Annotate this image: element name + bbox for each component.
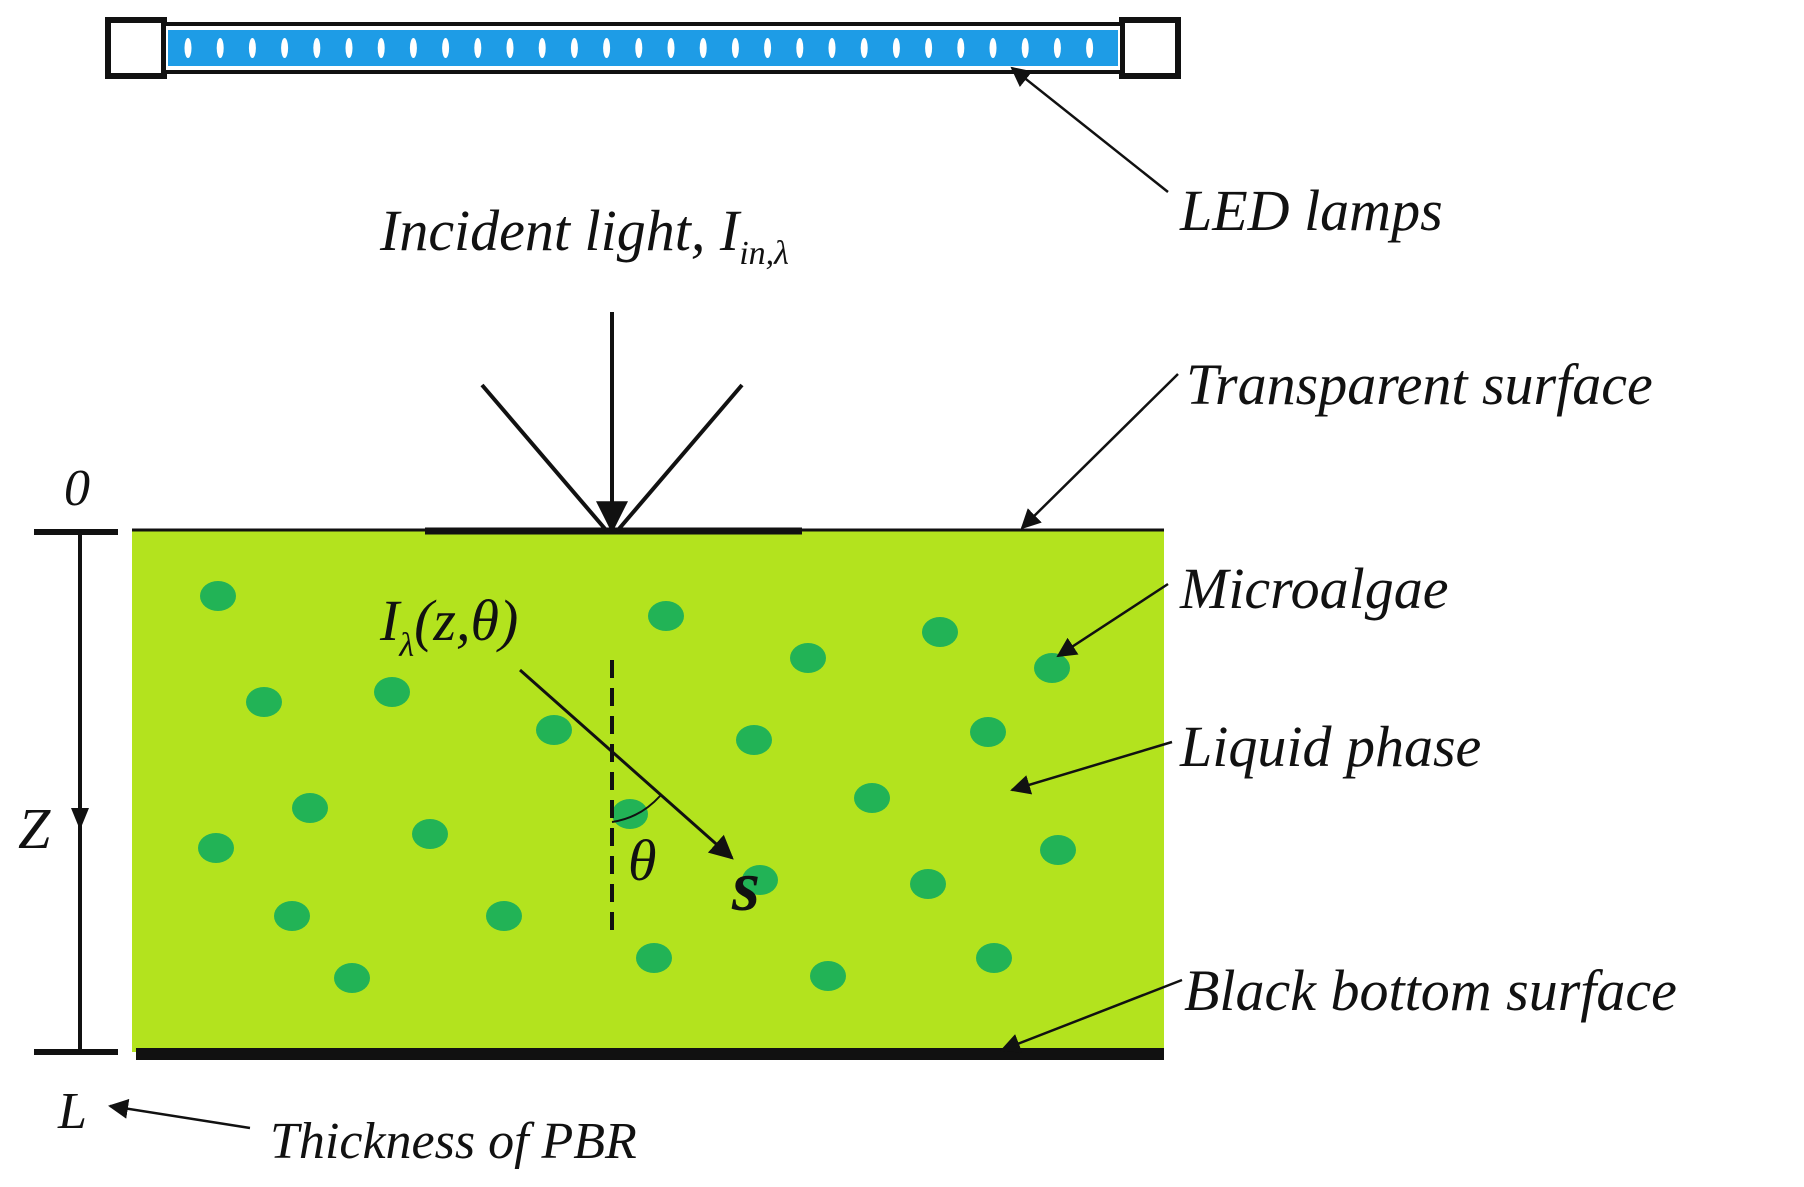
microalgae-cell xyxy=(486,901,522,931)
label-incident-light: Incident light, Iin,λ xyxy=(379,198,789,272)
led-dot xyxy=(699,38,707,58)
microalgae-cell xyxy=(736,725,772,755)
microalgae-cell xyxy=(198,833,234,863)
intensity-subscript: λ xyxy=(398,627,414,664)
microalgae-cell xyxy=(274,901,310,931)
label-bottom-coordinate: L xyxy=(57,1083,87,1140)
label-transparent-surface: Transparent surface xyxy=(1186,352,1653,417)
arrow-liquid-phase xyxy=(1010,740,1173,795)
z-axis-arrowhead xyxy=(71,808,89,830)
led-dot xyxy=(281,38,289,58)
microalgae-cell xyxy=(612,799,648,829)
label-direction-s: s xyxy=(731,846,760,926)
ray-left xyxy=(480,383,608,532)
lamp-end-cap-right xyxy=(1119,17,1181,79)
incident-light-symbol: I xyxy=(719,198,742,263)
theta-arc xyxy=(611,795,661,823)
led-dot xyxy=(957,38,965,58)
led-dot xyxy=(603,38,611,58)
led-dot xyxy=(506,38,514,58)
led-dot xyxy=(635,38,643,58)
incident-rays xyxy=(480,312,744,534)
led-dots xyxy=(184,38,1094,58)
led-dot xyxy=(925,38,933,58)
label-microalgae: Microalgae xyxy=(1179,556,1448,621)
z-axis xyxy=(34,529,118,1055)
led-dot xyxy=(828,38,836,58)
label-thickness-of-pbr: Thickness of PBR xyxy=(270,1113,637,1170)
label-led-lamps: LED lamps xyxy=(1179,178,1443,243)
intensity-args: (z,θ) xyxy=(414,588,518,653)
led-dot xyxy=(216,38,224,58)
microalgae-cell xyxy=(1040,835,1076,865)
microalgae-cell xyxy=(976,943,1012,973)
led-dot xyxy=(313,38,321,58)
led-dot xyxy=(1021,38,1029,58)
microalgae-cell xyxy=(334,963,370,993)
led-dot xyxy=(764,38,772,58)
led-lamp xyxy=(105,17,1181,79)
microalgae-cell xyxy=(374,677,410,707)
liquid-phase-body xyxy=(132,530,1164,1052)
microalgae-cell xyxy=(922,617,958,647)
led-dot xyxy=(1053,38,1061,58)
led-dot xyxy=(184,38,192,58)
led-dot xyxy=(731,38,739,58)
incident-light-text: Incident light, xyxy=(379,198,720,263)
led-dot xyxy=(570,38,578,58)
microalgae-cell xyxy=(636,943,672,973)
led-dot xyxy=(538,38,546,58)
led-dot xyxy=(796,38,804,58)
incident-light-subscript: in,λ xyxy=(739,235,789,272)
ray-right xyxy=(616,383,744,532)
led-dot xyxy=(409,38,417,58)
led-dot xyxy=(667,38,675,58)
microalgae-cells xyxy=(198,581,1076,993)
led-dot xyxy=(860,38,868,58)
arrow-black-bottom xyxy=(1000,978,1183,1053)
led-dot xyxy=(1086,38,1094,58)
intensity-symbol: I xyxy=(379,588,402,653)
arrow-thickness xyxy=(108,1098,251,1130)
microalgae-cell xyxy=(810,961,846,991)
label-intensity: Iλ(z,θ) xyxy=(379,588,518,664)
microalgae-cell xyxy=(790,643,826,673)
label-black-bottom-surface: Black bottom surface xyxy=(1184,958,1677,1023)
led-dot xyxy=(377,38,385,58)
lamp-end-cap-left xyxy=(105,17,167,79)
microalgae-cell xyxy=(246,687,282,717)
label-liquid-phase: Liquid phase xyxy=(1179,714,1481,779)
label-top-coordinate: 0 xyxy=(64,460,90,517)
led-dot xyxy=(892,38,900,58)
arrow-led-lamps xyxy=(1010,66,1169,193)
microalgae-cell xyxy=(412,819,448,849)
label-z-axis: Z xyxy=(18,796,51,861)
microalgae-cell xyxy=(648,601,684,631)
microalgae-cell xyxy=(970,717,1006,747)
microalgae-cell xyxy=(1034,653,1070,683)
led-dot xyxy=(345,38,353,58)
microalgae-cell xyxy=(200,581,236,611)
microalgae-cell xyxy=(292,793,328,823)
label-theta: θ xyxy=(628,828,657,893)
direction-arrow xyxy=(519,668,734,860)
led-dot xyxy=(442,38,450,58)
annotation-arrows xyxy=(108,66,1183,1130)
microalgae-cell xyxy=(854,783,890,813)
led-dot xyxy=(248,38,256,58)
led-dot xyxy=(989,38,997,58)
lamp-light xyxy=(168,30,1118,66)
microalgae-cell xyxy=(742,865,778,895)
microalgae-cell xyxy=(536,715,572,745)
arrow-microalgae xyxy=(1056,582,1169,658)
arrow-transparent-surface xyxy=(1020,373,1179,530)
led-dot xyxy=(474,38,482,58)
microalgae-cell xyxy=(910,869,946,899)
